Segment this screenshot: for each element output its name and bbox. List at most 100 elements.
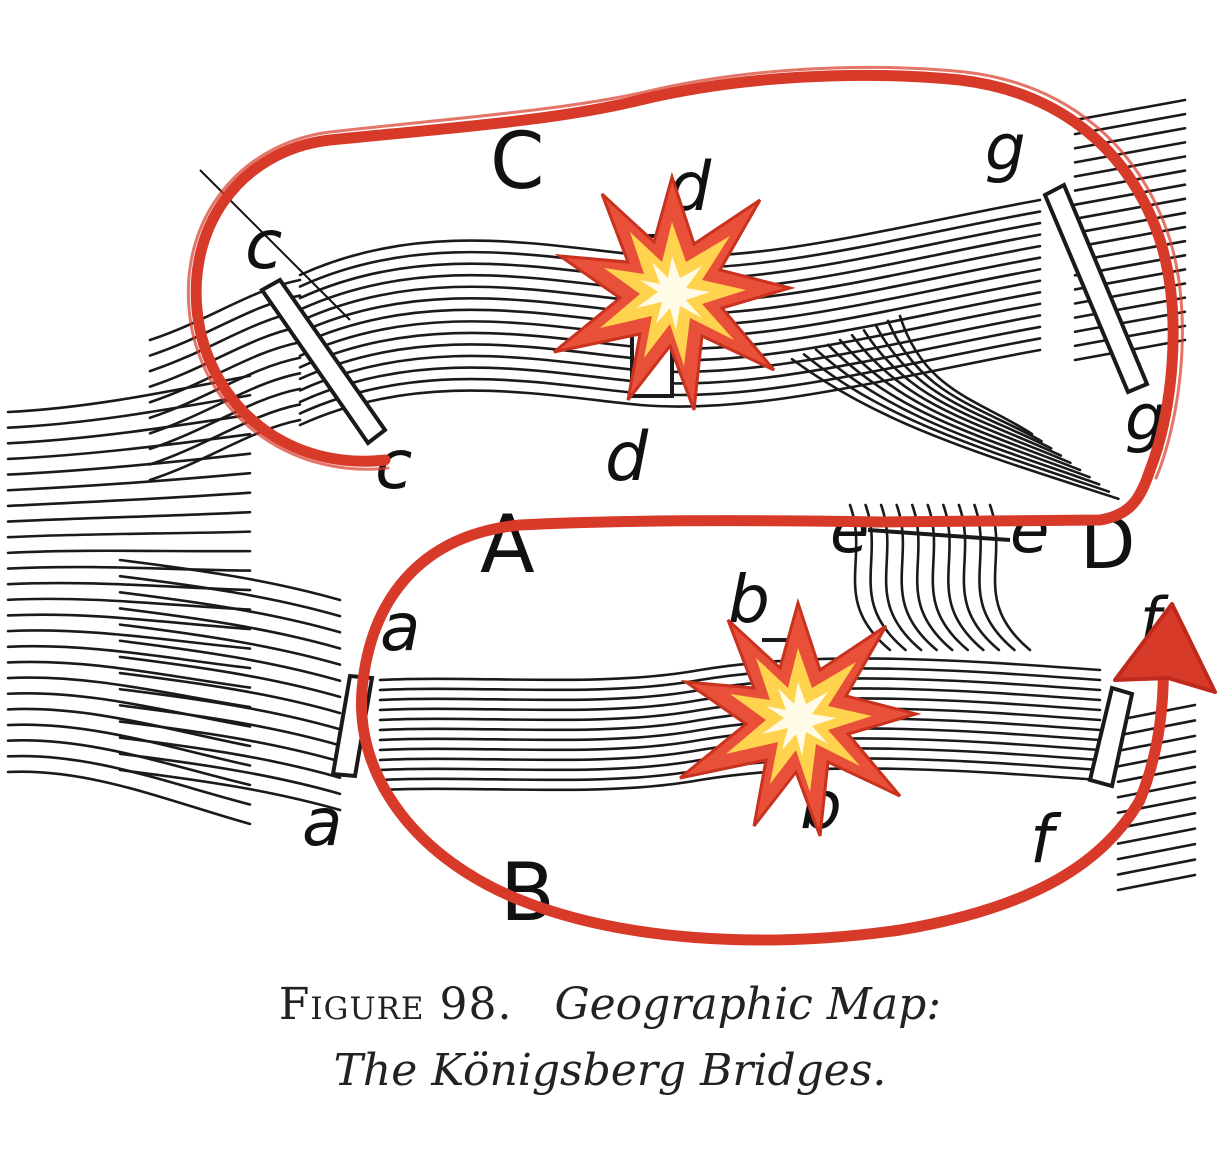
river-line-upper-west xyxy=(148,418,302,482)
caption-line-1: Figure 98. Geographic Map: xyxy=(0,972,1220,1038)
label-bridge-d-bottom: d xyxy=(605,418,649,497)
map-labels: C A B D c c d d g g e e a a b b f f xyxy=(245,112,1169,939)
river-line-upper-west xyxy=(148,387,302,451)
caption-title-line2: The Königsberg Bridges. xyxy=(333,1045,887,1096)
river-line-west xyxy=(6,530,252,539)
river-line-west xyxy=(6,644,252,670)
river-line-west xyxy=(6,597,252,611)
river-line-lower-west xyxy=(118,558,342,602)
river-line-lower xyxy=(378,667,1102,692)
river-line-junction-upper xyxy=(874,324,1053,450)
river-line-junction-upper xyxy=(790,357,1120,501)
river-line-east-upper xyxy=(1073,183,1187,207)
river-line-upper-west xyxy=(148,356,302,420)
explosion-icon xyxy=(553,171,796,411)
river-line-east-lower xyxy=(1116,780,1197,799)
bridge-c xyxy=(259,277,388,446)
river-line-west xyxy=(6,754,252,806)
label-bridge-c-top: c xyxy=(245,206,282,285)
river-line-upper-west xyxy=(148,403,302,466)
river-line-lower xyxy=(378,697,1102,722)
river-line-junction-upper xyxy=(838,338,1082,472)
bridge-f xyxy=(1087,685,1135,789)
label-region-a: A xyxy=(480,498,535,591)
river-line-lower-west xyxy=(118,752,342,796)
river-line-east-lower xyxy=(1116,765,1197,784)
river-line-junction-upper xyxy=(886,319,1043,443)
label-region-c: C xyxy=(490,117,544,207)
river-line-upper-west xyxy=(148,340,302,404)
river-line-lower-west xyxy=(118,768,342,812)
river-line-east-upper xyxy=(1073,155,1187,178)
river-line-east-upper xyxy=(1073,126,1187,150)
river-line-west xyxy=(6,613,252,631)
river-line-west xyxy=(6,432,252,461)
river-line-west xyxy=(6,393,252,429)
river-line-west xyxy=(6,739,252,787)
figure-caption: Figure 98. Geographic Map: The Königsber… xyxy=(0,972,1220,1104)
river-line-lower-west xyxy=(118,655,342,699)
river-line-east-lower xyxy=(1116,811,1197,830)
river-line-east-upper xyxy=(1073,324,1187,348)
river-line-junction-upper xyxy=(898,314,1034,436)
river-line-lower-west xyxy=(118,671,342,715)
river-line-west xyxy=(6,510,252,523)
walk-path xyxy=(186,65,1184,946)
figure-label: Figure 98. xyxy=(278,979,513,1030)
bridge-e xyxy=(867,528,1011,542)
label-bridge-e-right: e xyxy=(1010,494,1049,568)
river-line-lower-west xyxy=(118,704,342,747)
river-line-lower xyxy=(378,767,1102,792)
river-line-west xyxy=(6,660,252,689)
river-line-west xyxy=(6,452,252,476)
label-bridge-f-bottom: f xyxy=(1030,801,1062,878)
river-line-junction-upper xyxy=(862,329,1063,457)
river-line-lower xyxy=(378,717,1102,742)
river-line-lower-west xyxy=(118,736,342,779)
river-line-lower-west xyxy=(118,720,342,763)
walk-path-stroke xyxy=(190,69,1179,946)
river-line-lower xyxy=(378,727,1102,752)
river-line-west xyxy=(6,691,252,728)
river-line-east-lower xyxy=(1116,827,1197,845)
river-line-west xyxy=(6,491,252,508)
river-line-east-lower xyxy=(1116,842,1197,861)
river-line-east-upper xyxy=(1073,98,1187,122)
river-line-west xyxy=(6,770,252,826)
river-line-junction-upper xyxy=(814,348,1101,486)
label-bridge-g-top: g xyxy=(985,112,1026,186)
river-line-lower-west xyxy=(118,687,342,731)
river-line-west xyxy=(6,723,252,767)
walk-path-shadow xyxy=(186,65,1184,480)
river-line-east-upper xyxy=(1073,310,1187,334)
river-line-east-lower xyxy=(1116,873,1197,892)
caption-title-line1: Geographic Map: xyxy=(554,979,942,1030)
river-line-lower xyxy=(378,737,1102,762)
river-map: C A B D c c d d g g e e a a b b f f xyxy=(6,65,1217,946)
river-line-lower-west xyxy=(118,574,342,618)
river-line-lower-west xyxy=(118,607,342,650)
river-line-west xyxy=(6,549,252,555)
explosion-icon xyxy=(679,597,922,837)
label-bridge-e-left: e xyxy=(830,494,869,568)
river-line-junction-upper xyxy=(850,333,1072,465)
river-line-west xyxy=(6,707,252,748)
river-line-lower-west xyxy=(118,623,342,666)
river-line-junction-upper xyxy=(826,343,1091,479)
river-line-junction-upper xyxy=(802,353,1111,493)
river-line-east-upper xyxy=(1073,141,1187,164)
river-line-upper-west xyxy=(148,309,302,373)
river-line-lower-west xyxy=(118,639,342,683)
river-line-east-lower xyxy=(1116,858,1197,876)
river-line-lower xyxy=(378,657,1102,682)
arrowhead-icon xyxy=(1113,602,1217,694)
river-line-lower-west xyxy=(118,591,342,634)
label-bridge-a-bottom: a xyxy=(302,784,342,861)
river-line-west xyxy=(6,565,252,572)
river-line-east-upper xyxy=(1073,197,1187,221)
river-line-lower xyxy=(378,707,1102,732)
river-line-upper-west xyxy=(148,325,302,388)
river-line-east-upper xyxy=(1073,211,1187,235)
river-line-west xyxy=(6,471,252,492)
